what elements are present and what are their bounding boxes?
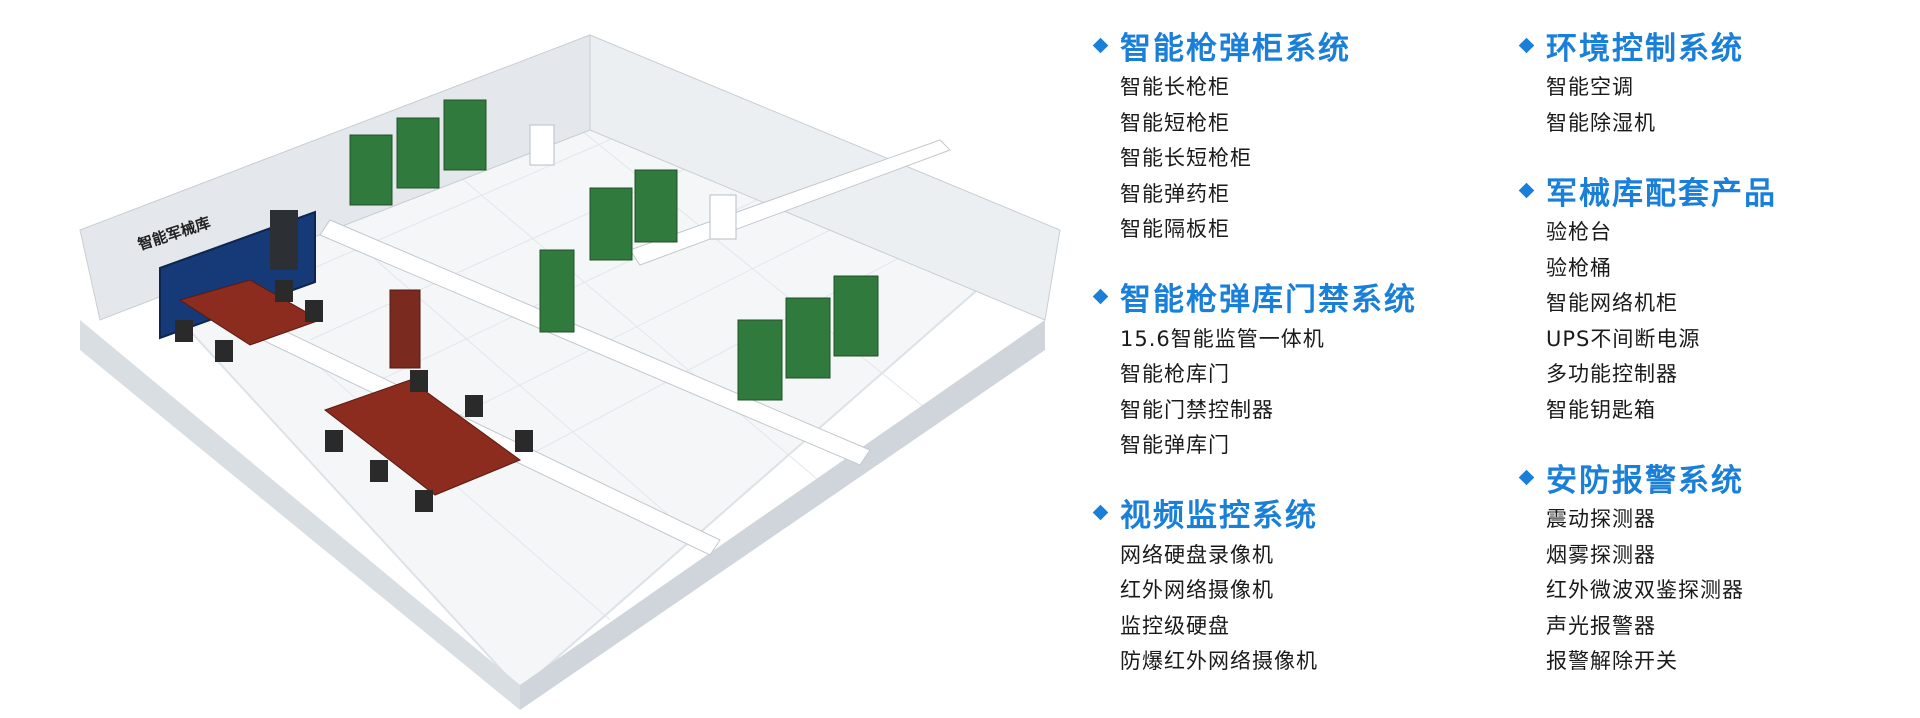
product-item: 智能钥匙箱	[1546, 397, 1656, 422]
partition-wall	[319, 219, 871, 466]
product-item: 智能弹库门	[1120, 433, 1230, 457]
product-item: 智能长枪柜	[1120, 75, 1230, 99]
product-column-right: 环境控制系统 智能空调智能除湿机 军械库配套产品 验枪台验枪桶智能网络机柜 UPS…	[1518, 22, 1777, 706]
product-item: 红外网络摄像机	[1120, 578, 1274, 602]
product-item: 声光报警器	[1546, 613, 1656, 638]
section-header: 智能枪弹柜系统	[1092, 22, 1417, 68]
product-item: 震动探测器	[1546, 507, 1656, 531]
product-list: 震动探测器烟雾探测器红外微波双鉴探测器声光报警器报警解除开关	[1546, 502, 1777, 680]
product-list: 网络硬盘录像机红外网络摄像机监控级硬盘防爆红外网络摄像机	[1120, 538, 1417, 680]
product-item: 智能弹药柜	[1120, 181, 1230, 206]
product-list: 验枪台验枪桶智能网络机柜 UPS不间断电源多功能控制器智能钥匙箱	[1546, 215, 1777, 428]
product-item: 报警解除开关	[1546, 649, 1678, 673]
product-item: 验枪桶	[1546, 255, 1612, 280]
front-wall-right	[520, 320, 1045, 710]
system-section: 智能枪弹库门禁系统 15.6智能监管一体机智能枪库门智能门禁控制器智能弹库门	[1092, 274, 1417, 464]
network-cabinet	[270, 210, 298, 270]
product-item: 烟雾探测器	[1546, 542, 1656, 567]
product-item: 红外微波双鉴探测器	[1546, 578, 1744, 602]
section-title: 智能枪弹柜系统	[1120, 30, 1351, 67]
product-list: 智能长枪柜智能短枪柜智能长短枪柜智能弹药柜智能隔板柜	[1120, 70, 1417, 248]
product-item: 15.6智能监管一体机	[1120, 326, 1325, 351]
product-item: 防爆红外网络摄像机	[1120, 649, 1318, 673]
product-column-left: 智能枪弹柜系统 智能长枪柜智能短枪柜智能长短枪柜智能弹药柜智能隔板柜 智能枪弹库…	[1092, 22, 1417, 706]
armory-floor-plan-illustration: 智能军械库	[79, 34, 1061, 710]
system-section: 智能枪弹柜系统 智能长枪柜智能短枪柜智能长短枪柜智能弹药柜智能隔板柜	[1092, 22, 1417, 248]
system-section: 视频监控系统 网络硬盘录像机红外网络摄像机监控级硬盘防爆红外网络摄像机	[1092, 490, 1417, 680]
armory-door-wood	[389, 289, 421, 369]
control-desk-lower	[323, 379, 522, 496]
diamond-bullet-icon	[1092, 504, 1109, 521]
product-item: 智能长短枪柜	[1120, 146, 1252, 170]
section-title: 环境控制系统	[1546, 30, 1744, 67]
gun-cabinets-back	[349, 99, 487, 206]
front-wall-left	[80, 320, 520, 710]
gun-cabinets-right	[737, 275, 879, 401]
diamond-bullet-icon	[1518, 37, 1535, 53]
section-header: 军械库配套产品	[1518, 167, 1777, 213]
section-header: 安防报警系统	[1518, 454, 1777, 500]
product-item: 多功能控制器	[1546, 362, 1678, 386]
product-item: 网络硬盘录像机	[1120, 542, 1274, 567]
dehumidifier	[529, 124, 555, 166]
system-section: 环境控制系统 智能空调智能除湿机	[1518, 22, 1777, 141]
section-header: 智能枪弹库门禁系统	[1092, 274, 1417, 320]
section-header: 环境控制系统	[1518, 22, 1777, 68]
system-section: 军械库配套产品 验枪台验枪桶智能网络机柜 UPS不间断电源多功能控制器智能钥匙箱	[1518, 167, 1777, 428]
product-item: 监控级硬盘	[1120, 613, 1230, 638]
product-item: 智能网络机柜	[1546, 291, 1678, 315]
product-item: 智能空调	[1546, 75, 1634, 99]
armory-door-green	[539, 249, 575, 333]
system-section: 安防报警系统 震动探测器烟雾探测器红外微波双鉴探测器声光报警器报警解除开关	[1518, 454, 1777, 680]
diamond-bullet-icon	[1518, 182, 1535, 198]
section-title: 智能枪弹库门禁系统	[1120, 282, 1417, 318]
product-item: 智能除湿机	[1546, 110, 1656, 135]
section-header: 视频监控系统	[1092, 490, 1417, 536]
diamond-bullet-icon	[1518, 469, 1535, 485]
product-item: UPS不间断电源	[1546, 326, 1701, 351]
gun-cabinets-middle	[589, 169, 678, 261]
section-title: 安防报警系统	[1546, 462, 1744, 499]
product-list: 15.6智能监管一体机智能枪库门智能门禁控制器智能弹库门	[1120, 322, 1417, 464]
product-item: 智能短枪柜	[1120, 110, 1230, 135]
product-item: 智能枪库门	[1120, 362, 1230, 386]
product-item: 智能门禁控制器	[1120, 397, 1274, 422]
section-title: 视频监控系统	[1120, 498, 1318, 534]
section-title: 军械库配套产品	[1546, 175, 1777, 212]
diamond-bullet-icon	[1092, 288, 1109, 305]
product-item: 智能隔板柜	[1120, 217, 1230, 241]
chairs	[175, 280, 533, 512]
product-list: 智能空调智能除湿机	[1546, 70, 1777, 141]
dehumidifier-2	[709, 194, 737, 240]
diamond-bullet-icon	[1092, 37, 1109, 53]
product-item: 验枪台	[1546, 220, 1612, 244]
